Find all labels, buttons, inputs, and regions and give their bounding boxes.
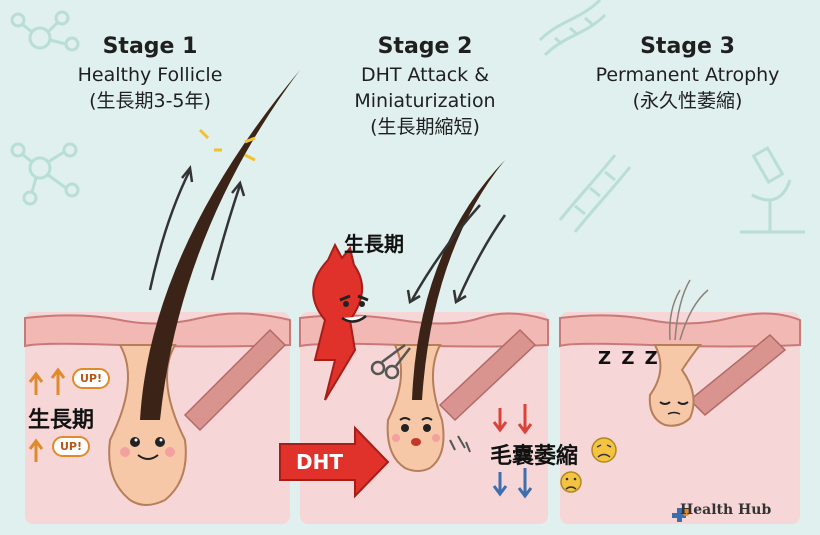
sad-face-icon <box>560 471 582 493</box>
stage-1-follicle <box>108 344 187 506</box>
stage-1-subtitle-cn: (生長期3-5年) <box>89 90 211 112</box>
brand-name: Health Hub <box>680 502 772 518</box>
stage-3-skin-surface <box>559 312 801 348</box>
stage-2-down-arrows <box>406 204 507 305</box>
microscope-icon <box>740 145 805 234</box>
stage-1-arrector-muscle <box>183 328 287 432</box>
stage-1-title-block: Stage 1 Healthy Follicle (生長期3-5年) <box>40 32 260 114</box>
stage-3-title-block: Stage 3 Permanent Atrophy (永久性萎縮) <box>575 32 800 114</box>
dna-icon <box>558 154 632 233</box>
sad-face-icon <box>591 437 617 463</box>
stage-1-subtitle: Healthy Follicle <box>77 64 223 86</box>
stage-2-follicle <box>386 344 445 472</box>
shrink-down-arrows-red <box>492 404 533 435</box>
dht-arrow <box>279 425 390 499</box>
stage-2-arrector-muscle <box>438 328 537 422</box>
stage-1-face <box>120 437 175 460</box>
dna-icon <box>538 0 607 57</box>
molecule-icon <box>10 142 80 206</box>
stage-2-title-block: Stage 2 DHT Attack & Miniaturization (生長… <box>315 32 535 140</box>
follicle-shrink-label: 毛囊萎縮 <box>490 444 579 469</box>
up-bubble: UP! <box>52 436 91 457</box>
stage-2-tremble-lines <box>449 435 471 453</box>
dht-monster <box>312 242 369 401</box>
stage-2-title: Stage 2 <box>377 34 473 59</box>
stage-3-arrector-muscle <box>688 333 787 417</box>
stage-3-follicle <box>648 344 703 427</box>
stage-3-subtitle: Permanent Atrophy <box>595 64 780 86</box>
stage-2-face <box>392 417 440 446</box>
stage-2-growth-label: 生長期 <box>344 232 404 256</box>
up-bubble: UP! <box>72 368 111 389</box>
molecule-icon <box>10 10 80 52</box>
stage-2-subtitle-line2: Miniaturization <box>354 90 496 112</box>
stage-3-subtitle-cn: (永久性萎縮) <box>632 90 743 112</box>
dht-label: DHT <box>296 450 343 474</box>
stage-1-hair-shaft <box>140 70 300 420</box>
stage-1-growth-arrows <box>148 164 246 291</box>
shrink-down-arrows-blue <box>492 468 533 499</box>
stage-2-subtitle-cn: (生長期縮短) <box>370 116 480 138</box>
stage-1-up-arrows <box>28 367 66 462</box>
stage-1-title: Stage 1 <box>102 34 198 59</box>
stage-2-subtitle: DHT Attack & <box>360 64 490 86</box>
stage-3-title: Stage 3 <box>640 34 735 59</box>
plus-cross-icon <box>672 508 690 522</box>
stage-3-vellus-hairs <box>668 279 709 341</box>
sleep-zzz-label: Z Z Z <box>598 348 660 369</box>
stage-3-face <box>659 401 689 415</box>
stage-2-hair-shaft <box>412 160 505 400</box>
scissors-icon <box>370 343 411 380</box>
stage-1-sparkle <box>198 128 256 162</box>
stage-1-growth-label: 生長期 <box>28 408 95 433</box>
